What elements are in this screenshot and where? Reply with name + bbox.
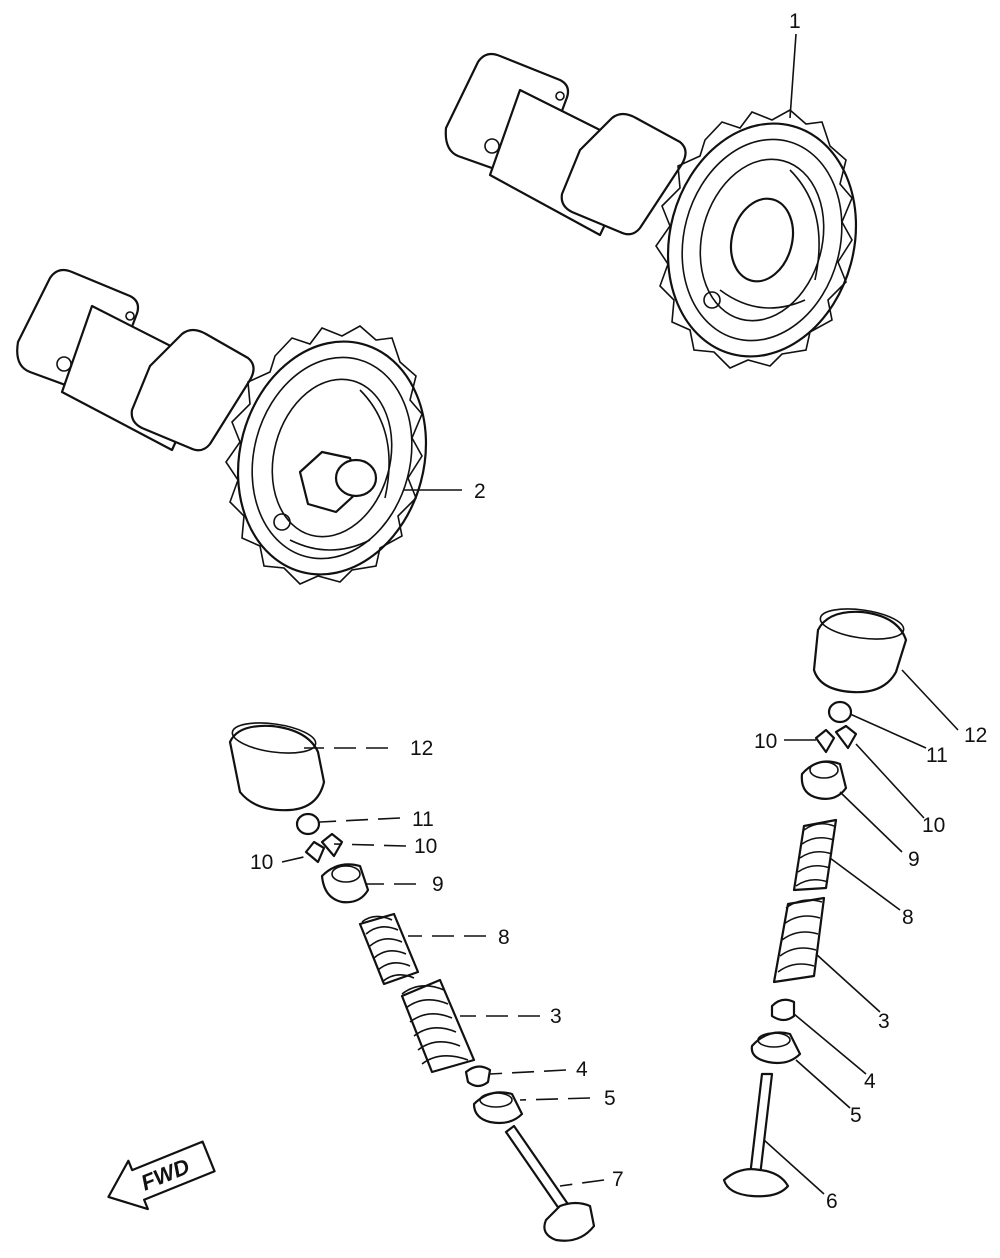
callout-10: 10 (250, 851, 273, 874)
callout-11: 11 (926, 744, 948, 767)
cotters-10-right (814, 724, 858, 754)
spring-3-right (772, 896, 826, 984)
retainer-9-left (320, 863, 370, 904)
leader-lines (281, 33, 959, 1195)
valve-6 (722, 1072, 790, 1198)
callout-6: 6 (826, 1190, 838, 1213)
bucket-12-left (228, 722, 326, 812)
callout-10: 10 (754, 730, 777, 753)
seal-4-left (464, 1065, 492, 1088)
callout-3: 3 (550, 1005, 562, 1028)
camshaft-1 (444, 52, 858, 369)
callout-10: 10 (922, 814, 945, 837)
camshaft-1-sprocket (655, 109, 858, 369)
callout-8: 8 (498, 926, 510, 949)
callout-1: 1 (789, 10, 801, 33)
callout-2: 2 (474, 480, 486, 503)
camshaft-2-sprocket (225, 325, 428, 585)
valve-7 (504, 1124, 596, 1242)
shim-11-left (295, 812, 321, 836)
fwd-arrow: FWD (107, 1140, 216, 1211)
seat-5-right (750, 1031, 802, 1065)
callout-9: 9 (432, 873, 444, 896)
spring-8-right (792, 818, 838, 892)
callout-11: 11 (412, 808, 434, 831)
shim-11-right (827, 700, 853, 724)
spring-8-left (358, 912, 420, 986)
seal-4-right (770, 998, 796, 1022)
callout-5: 5 (604, 1087, 616, 1110)
callout-4: 4 (864, 1070, 876, 1093)
retainer-9-right (800, 760, 848, 800)
callout-12: 12 (964, 724, 987, 747)
callout-8: 8 (902, 906, 914, 929)
callout-10: 10 (414, 835, 437, 858)
seat-5-left (472, 1091, 524, 1125)
callout-9: 9 (908, 848, 920, 871)
bucket-12-right (812, 608, 908, 694)
spring-3-left (400, 978, 476, 1074)
cotters-10-left (304, 832, 344, 864)
callout-4: 4 (576, 1058, 588, 1081)
callout-labels: 1 2 12 11 10 10 9 8 3 4 5 7 12 10 11 10 … (250, 10, 987, 1213)
camshaft-2 (16, 268, 428, 585)
callout-3: 3 (878, 1010, 890, 1033)
callout-7: 7 (612, 1168, 624, 1191)
valve-assembly-left (228, 722, 596, 1242)
callout-12: 12 (410, 737, 433, 760)
valve-assembly-right (722, 608, 908, 1198)
callout-5: 5 (850, 1104, 862, 1127)
